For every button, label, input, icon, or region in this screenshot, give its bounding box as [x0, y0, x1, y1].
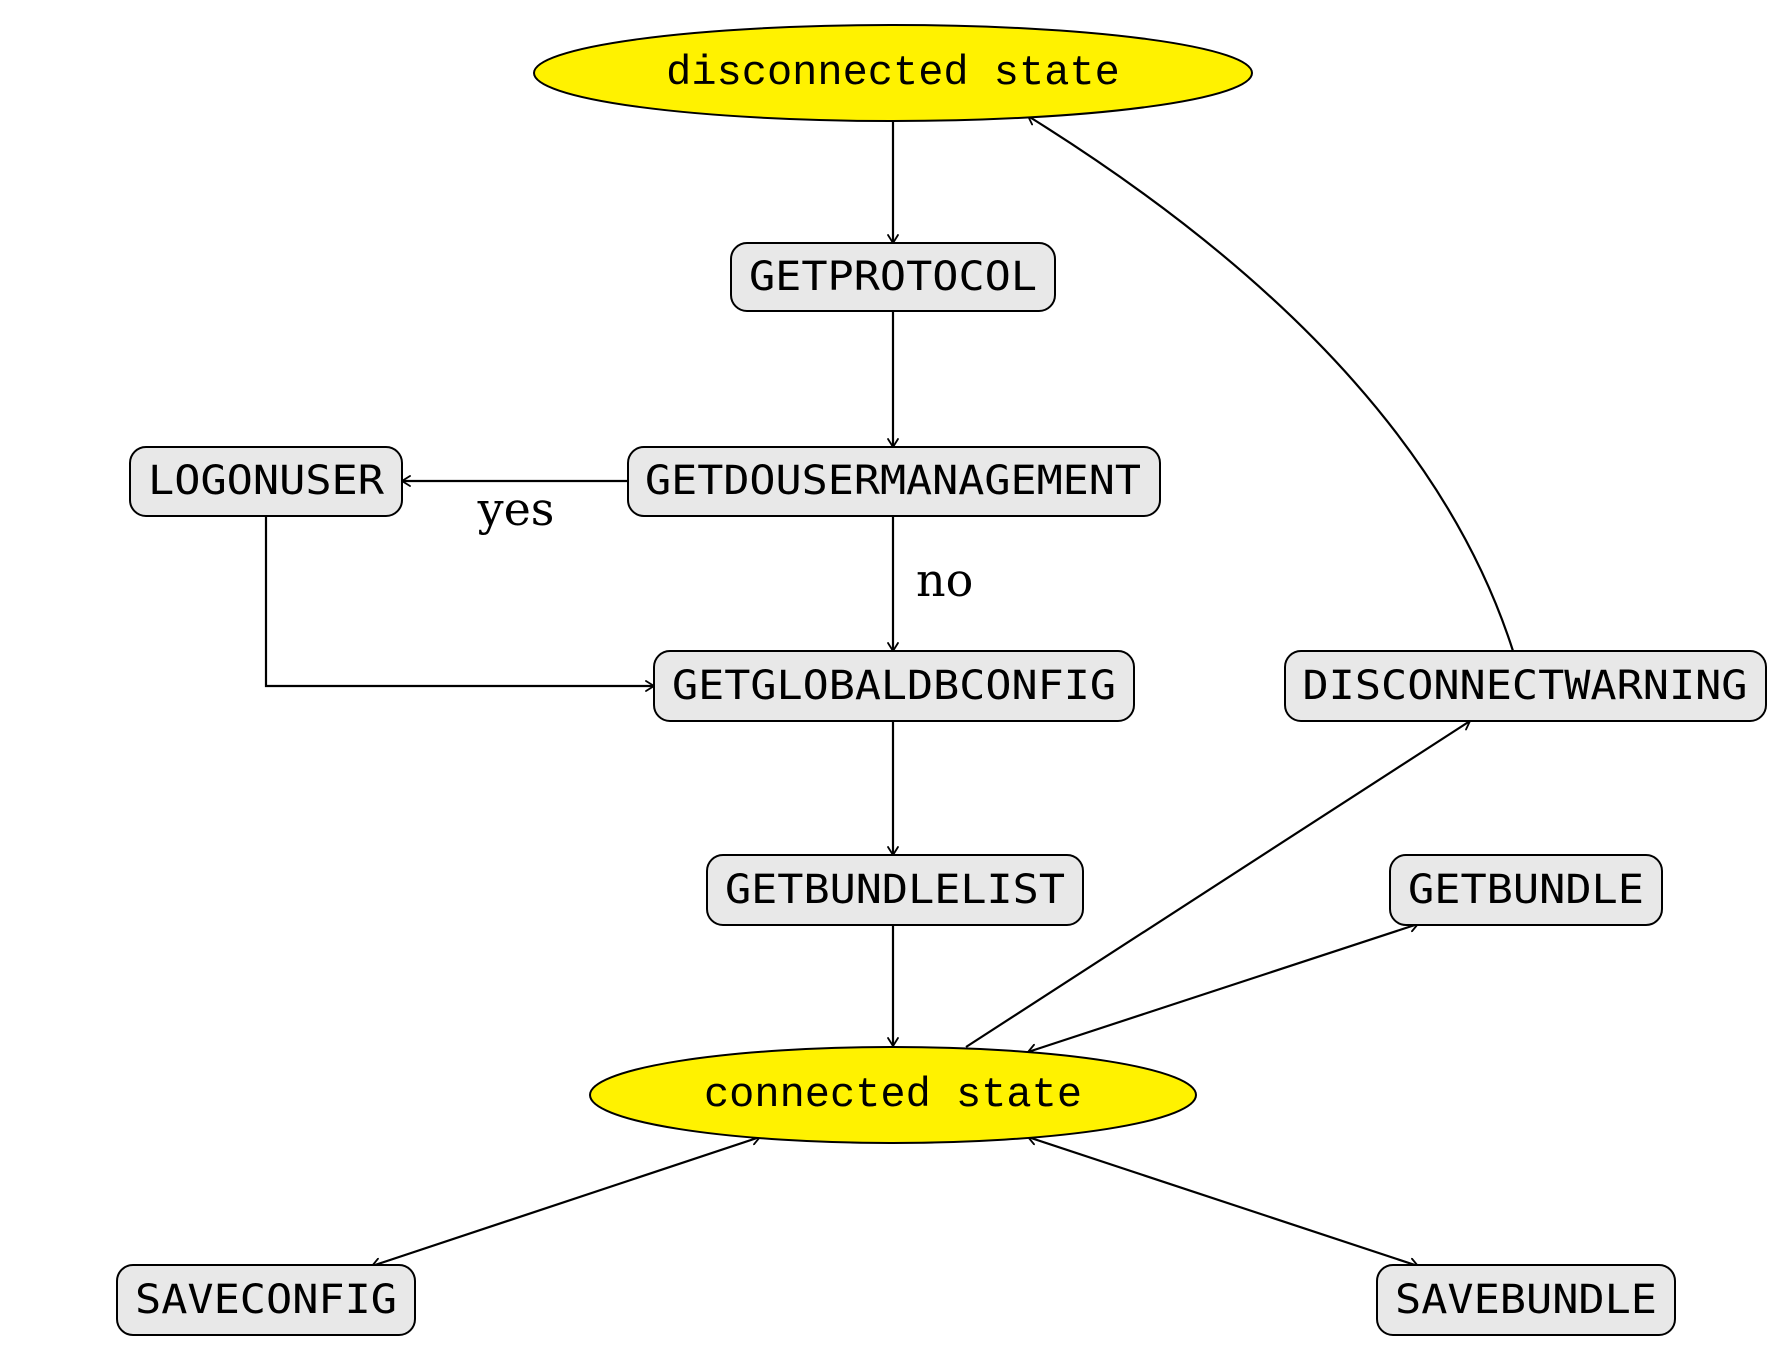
node-label: SAVEBUNDLE — [1395, 1277, 1657, 1323]
node-savebundle: SAVEBUNDLE — [1376, 1264, 1676, 1336]
command-box — [627, 446, 1161, 517]
state-ellipse — [589, 1046, 1197, 1144]
node-label: GETDOUSERMANAGEMENT — [645, 458, 1141, 504]
command-box — [653, 650, 1135, 722]
node-connected-state: connected state — [589, 1046, 1197, 1144]
edge-connected-getbundle — [1026, 920, 1420, 1056]
node-getglobaldbconfig: GETGLOBALDBCONFIG — [653, 650, 1135, 722]
node-label: GETBUNDLE — [1408, 867, 1644, 913]
node-getdousermanagement: GETDOUSERMANAGEMENT — [627, 446, 1161, 517]
node-getbundle: GETBUNDLE — [1389, 854, 1663, 926]
node-label: LOGONUSER — [148, 458, 385, 504]
command-box — [1376, 1264, 1676, 1336]
command-box — [116, 1264, 416, 1336]
command-box — [706, 854, 1084, 926]
node-saveconfig: SAVECONFIG — [116, 1264, 416, 1336]
node-label: GETGLOBALDBCONFIG — [672, 663, 1116, 709]
edge-disconnectwarning-to-disconnected — [1026, 115, 1515, 652]
node-disconnected-state: disconnected state — [533, 24, 1253, 122]
edge-label-no: no — [916, 553, 973, 607]
edge-logonuser-to-getglobaldbconfig — [264, 516, 656, 692]
edges — [264, 115, 1515, 1270]
node-label: SAVECONFIG — [135, 1277, 397, 1323]
node-label: disconnected state — [666, 49, 1120, 97]
node-logonuser: LOGONUSER — [129, 446, 403, 517]
edge-connected-savebundle — [1026, 1133, 1420, 1270]
node-getprotocol: GETPROTOCOL — [730, 242, 1056, 312]
command-box — [730, 242, 1056, 312]
state-ellipse — [533, 24, 1253, 122]
command-box — [1284, 650, 1767, 722]
command-box — [129, 446, 403, 517]
node-label: connected state — [704, 1071, 1082, 1119]
edge-label-yes: yes — [477, 482, 555, 536]
edge-connected-saveconfig — [370, 1133, 762, 1270]
node-label: GETBUNDLELIST — [725, 867, 1065, 913]
node-getbundlelist: GETBUNDLELIST — [706, 854, 1084, 926]
command-box — [1389, 854, 1663, 926]
node-label: DISCONNECTWARNING — [1303, 663, 1748, 709]
node-label: GETPROTOCOL — [749, 254, 1037, 300]
node-disconnectwarning: DISCONNECTWARNING — [1284, 650, 1767, 722]
